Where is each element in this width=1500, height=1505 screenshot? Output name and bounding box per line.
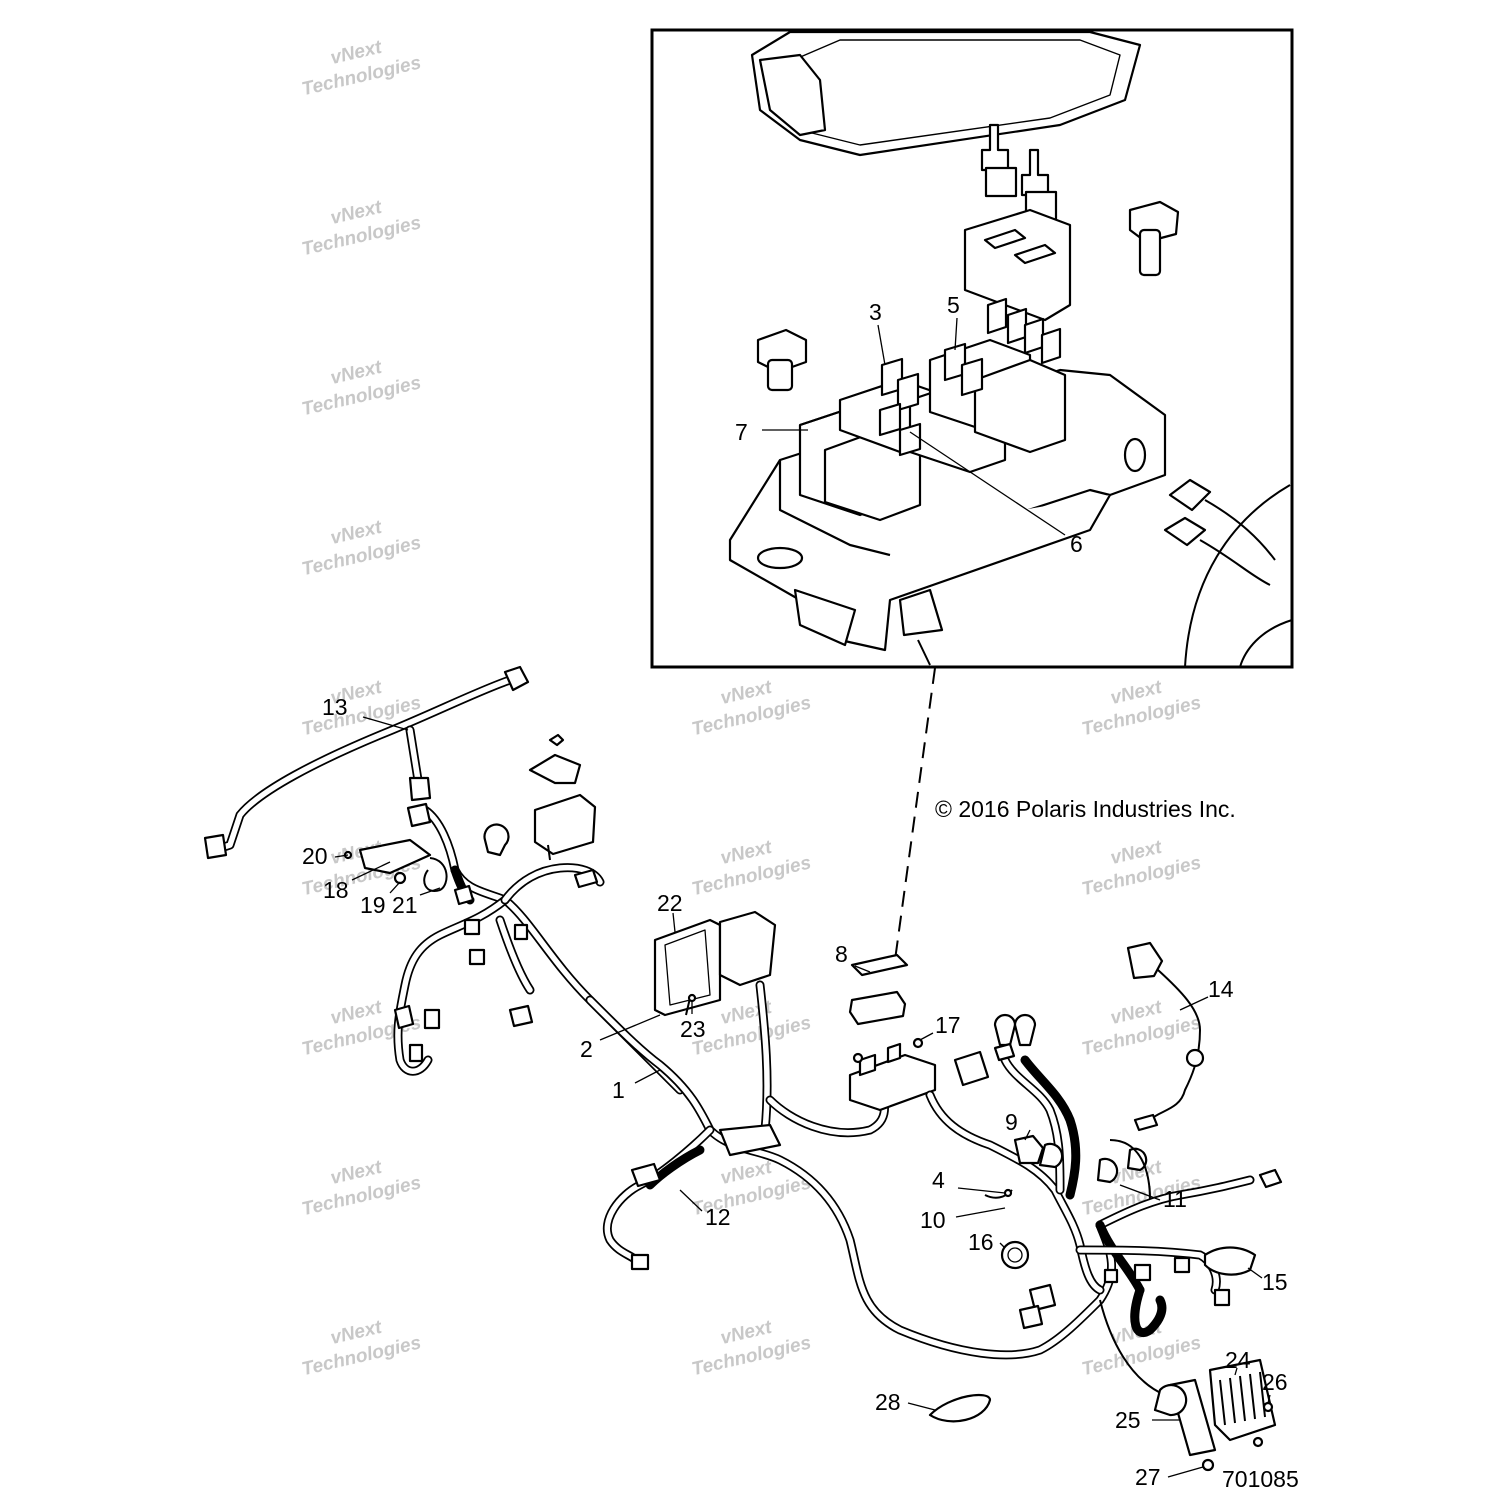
callout-8: 8 (835, 941, 848, 967)
callout-3: 3 (869, 299, 882, 325)
callout-24: 24 (1225, 1347, 1251, 1373)
callout-26: 26 (1262, 1369, 1288, 1395)
callout-14: 14 (1208, 976, 1234, 1002)
callout-6: 6 (1070, 531, 1083, 557)
callout-25: 25 (1115, 1407, 1141, 1433)
callout-15: 15 (1262, 1269, 1288, 1295)
callout-10: 10 (920, 1207, 946, 1233)
callout-4: 4 (932, 1167, 945, 1193)
callout-28: 28 (875, 1389, 901, 1415)
callout-12: 12 (705, 1204, 731, 1230)
copyright-text: © 2016 Polaris Industries Inc. (935, 796, 1236, 822)
callout-13: 13 (322, 694, 348, 720)
callout-17: 17 (935, 1012, 961, 1038)
callout-16: 16 (968, 1229, 994, 1255)
callout-19: 19 (360, 892, 386, 918)
callout-20: 20 (302, 843, 328, 869)
callout-23: 23 (680, 1016, 706, 1042)
callout-21: 21 (392, 892, 418, 918)
main-harness (203, 665, 1283, 1472)
harness-13 (203, 665, 530, 860)
diagram-number: 701085 (1222, 1466, 1299, 1492)
callout-27: 27 (1135, 1464, 1161, 1490)
callout-9: 9 (1005, 1109, 1018, 1135)
callout-11: 11 (1163, 1186, 1187, 1212)
callout-1: 1 (612, 1077, 625, 1103)
fuse-box-inset (650, 28, 1294, 669)
callout-labels: 1 2 3 4 5 6 7 8 9 10 11 12 13 14 15 16 1… (302, 292, 1288, 1490)
callout-7: 7 (735, 419, 748, 445)
callout-18: 18 (323, 877, 349, 903)
callout-2: 2 (580, 1036, 593, 1062)
leader-lines (334, 317, 1271, 1478)
inset-link-line (894, 667, 936, 961)
callout-5: 5 (947, 292, 960, 318)
callout-22: 22 (657, 890, 683, 916)
